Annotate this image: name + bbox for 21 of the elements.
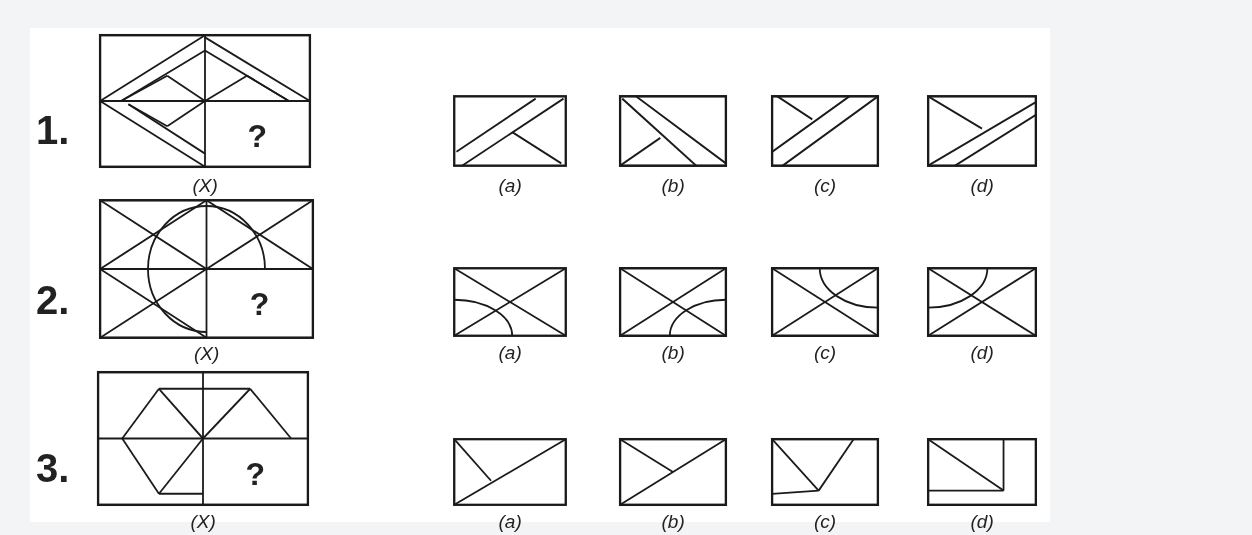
option-label: (a) [498, 343, 522, 362]
option-label: (c) [814, 176, 837, 195]
option-label: (b) [661, 343, 685, 362]
figure-label: (X) [194, 344, 220, 363]
question-number: 3. [36, 448, 70, 488]
question-mark: ? [245, 458, 266, 490]
option-label: (c) [814, 343, 837, 362]
question-number: 1. [36, 110, 70, 150]
option-label: (c) [814, 512, 837, 531]
option-label: (b) [661, 512, 685, 531]
question-mark: ? [247, 120, 268, 152]
option-label: (b) [661, 176, 685, 195]
option-label: (d) [970, 343, 994, 362]
option-label: (d) [970, 512, 994, 531]
option-label: (d) [970, 176, 994, 195]
figure-label: (X) [190, 512, 216, 531]
figure-label: (X) [192, 176, 218, 195]
option-label: (a) [498, 512, 522, 531]
question-number: 2. [36, 280, 70, 320]
question-mark: ? [249, 288, 270, 320]
option-label: (a) [498, 176, 522, 195]
